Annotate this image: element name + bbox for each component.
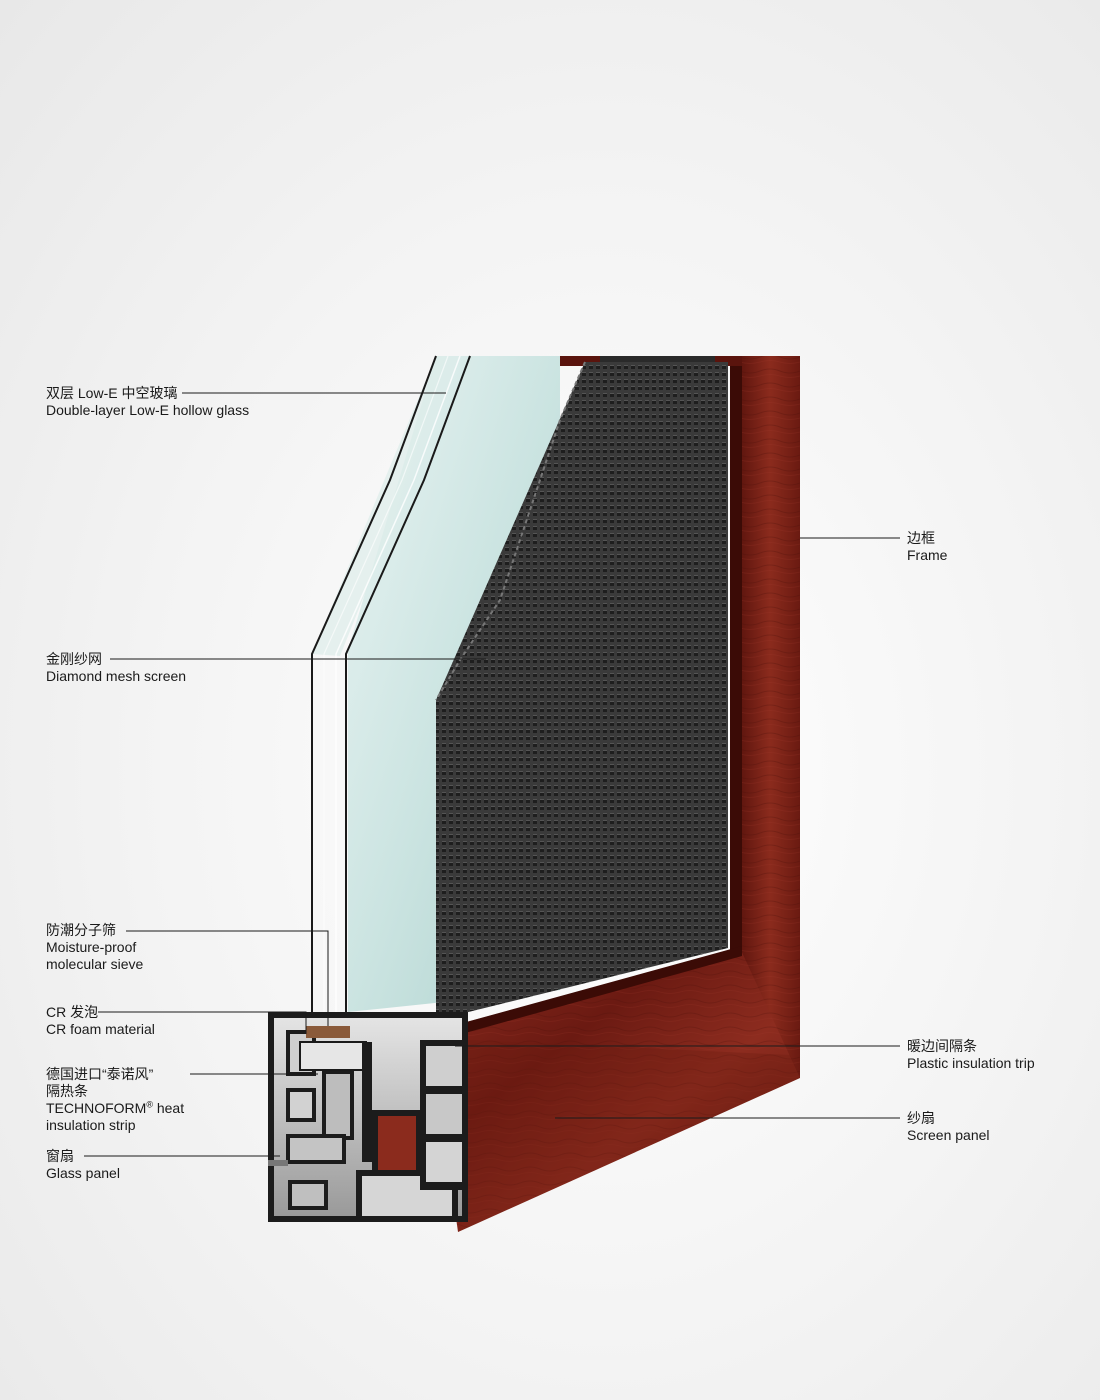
callout-warm-edge-spacer-en: Plastic insulation trip: [907, 1055, 1035, 1071]
callout-frame: 边框 Frame: [907, 530, 947, 564]
callout-insulation-strip-zh-1: 德国进口“泰诺风”: [46, 1066, 154, 1082]
callout-insulation-strip-en-1: TECHNOFORM® heat: [46, 1100, 184, 1117]
callout-double-glass-zh: 双层 Low-E 中空玻璃: [46, 385, 178, 401]
technoform-brand: TECHNOFORM: [46, 1100, 147, 1116]
callout-frame-en: Frame: [907, 547, 948, 563]
technoform-rest: heat: [152, 1100, 185, 1116]
callout-frame-zh: 边框: [907, 530, 935, 546]
callout-screen-panel: 纱扇 Screen panel: [907, 1110, 990, 1144]
callout-glass-panel: 窗扇 Glass panel: [46, 1148, 120, 1182]
leader-foam: [98, 1011, 307, 1034]
frame-vertical-post: [730, 356, 800, 1078]
callout-glass-panel-zh: 窗扇: [46, 1148, 74, 1164]
callout-warm-edge-spacer: 暖边间隔条 Plastic insulation trip: [907, 1038, 1035, 1072]
callout-cr-foam-en: CR foam material: [46, 1021, 155, 1037]
callout-glass-panel-en: Glass panel: [46, 1165, 120, 1181]
callout-insulation-strip-zh-2: 隔热条: [46, 1083, 88, 1099]
callout-molecular-sieve-zh: 防潮分子筛: [46, 922, 116, 938]
callout-molecular-sieve: 防潮分子筛 Moisture-proof molecular sieve: [46, 922, 143, 973]
callout-mesh-screen-en: Diamond mesh screen: [46, 668, 187, 684]
callout-molecular-sieve-en-1: Moisture-proof: [46, 939, 137, 955]
callout-cr-foam-zh: CR 发泡: [46, 1004, 99, 1020]
callout-double-glass-en: Double-layer Low-E hollow glass: [46, 402, 250, 418]
diamond-mesh-screen: [435, 361, 728, 1020]
callout-screen-panel-zh: 纱扇: [907, 1110, 935, 1126]
callout-molecular-sieve-en-2: molecular sieve: [46, 956, 144, 972]
leader-lines: [84, 392, 900, 1157]
callout-mesh-screen: 金刚纱网 Diamond mesh screen: [46, 651, 186, 685]
sash-profile-section: [268, 1012, 468, 1222]
callout-insulation-strip-en-2: insulation strip: [46, 1117, 136, 1133]
callout-insulation-strip: 德国进口“泰诺风” 隔热条 TECHNOFORM® heat insulatio…: [46, 1066, 184, 1134]
callout-double-glass: 双层 Low-E 中空玻璃 Double-layer Low-E hollow …: [46, 385, 249, 419]
callout-cr-foam: CR 发泡 CR foam material: [46, 1004, 155, 1038]
screen-panel-bottom-rail: [430, 946, 800, 1232]
callout-screen-panel-en: Screen panel: [907, 1127, 990, 1143]
callout-mesh-screen-zh: 金刚纱网: [46, 651, 102, 667]
callout-warm-edge-spacer-zh: 暖边间隔条: [907, 1038, 977, 1054]
registered-mark: ®: [146, 1099, 153, 1110]
leader-sieve: [126, 930, 329, 1026]
